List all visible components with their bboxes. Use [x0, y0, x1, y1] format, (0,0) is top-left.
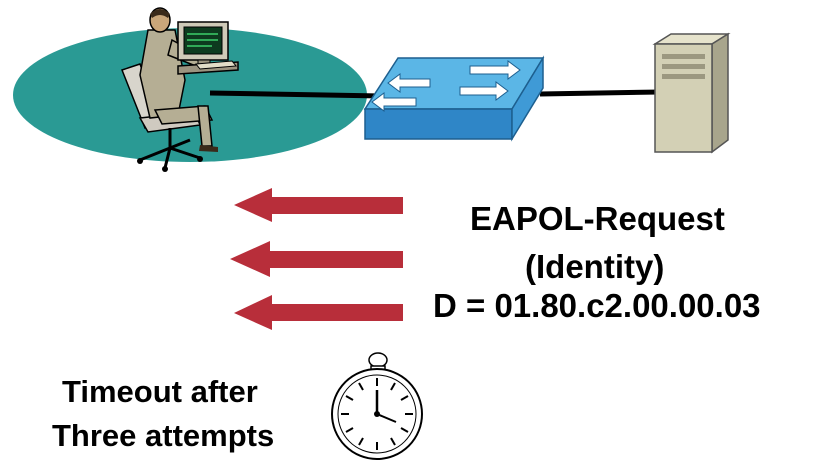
eapol-request-arrows: [230, 188, 403, 330]
timeout-label-line1: Timeout after: [62, 374, 258, 409]
stopwatch-icon: [331, 352, 423, 460]
lan-ellipse: [13, 28, 367, 162]
switch-icon: [363, 55, 545, 142]
timeout-label-line2: Three attempts: [52, 418, 275, 453]
eapol-arrow-2: [230, 241, 403, 277]
network-cables: [209, 89, 661, 99]
supplicant-workstation-icon: [121, 7, 239, 172]
eapol-request-label: EAPOL-Request: [470, 200, 725, 237]
eapol-arrow-1: [234, 188, 403, 222]
server-icon: [652, 32, 731, 154]
identity-label: (Identity): [525, 248, 665, 285]
destination-mac-label: D = 01.80.c2.00.00.03: [433, 287, 761, 324]
eapol-arrow-3: [234, 295, 403, 330]
